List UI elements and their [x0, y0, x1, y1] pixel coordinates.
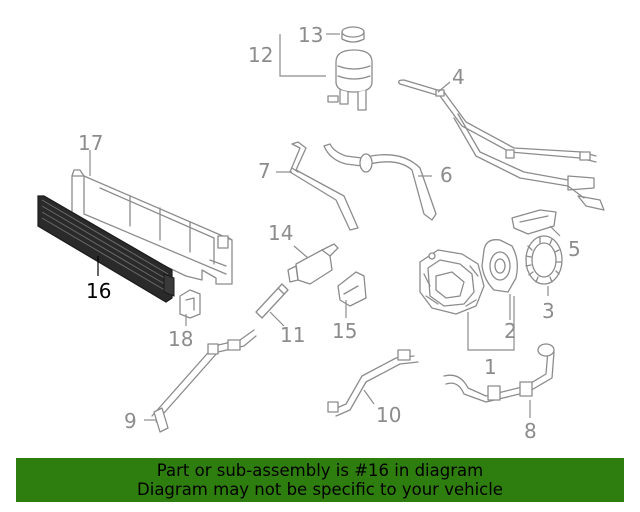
callout-10[interactable]: 10	[376, 403, 401, 427]
part-15-clip[interactable]	[337, 271, 367, 307]
part-16-oil-cooler[interactable]	[37, 195, 175, 303]
callout-2[interactable]: 2	[504, 319, 517, 343]
part-1-power-steering-pump[interactable]	[419, 249, 485, 315]
callout-6[interactable]: 6	[440, 163, 453, 187]
callout-18[interactable]: 18	[168, 327, 193, 351]
part-4-pressure-hose[interactable]	[398, 79, 605, 211]
callout-12-bracket-line	[279, 34, 326, 77]
part-18-mounting-bracket[interactable]	[179, 289, 201, 319]
callout-12[interactable]: 12	[248, 43, 273, 67]
part-9-cooler-line[interactable]	[151, 329, 257, 433]
callout-1-bracket-line	[467, 296, 515, 351]
callout-7[interactable]: 7	[258, 159, 271, 183]
callout-14[interactable]: 14	[268, 221, 293, 245]
part-14-fluid-filter[interactable]	[287, 243, 339, 285]
callout-17[interactable]: 17	[78, 131, 103, 155]
part-11-hose[interactable]	[255, 283, 289, 319]
callout-15[interactable]: 15	[332, 319, 357, 343]
part-7-return-hose[interactable]	[289, 141, 359, 231]
callout-8[interactable]: 8	[524, 419, 537, 443]
info-banner: Part or sub-assembly is #16 in diagram D…	[16, 458, 624, 502]
callout-3[interactable]: 3	[542, 299, 555, 323]
callout-5[interactable]: 5	[568, 237, 581, 261]
callout-9[interactable]: 9	[124, 409, 137, 433]
part-2-pump-cover[interactable]	[481, 239, 518, 293]
part-8-pressure-line[interactable]	[443, 343, 555, 403]
part-6-suction-hose[interactable]	[323, 143, 437, 221]
parts-diagram: 1 2 3 4 5 6 7 8 9 10 11 12 13 14 15 16 1…	[37, 23, 605, 443]
callout-13[interactable]: 13	[298, 23, 323, 47]
part-13-reservoir-cap[interactable]	[341, 26, 365, 43]
banner-line-1: Part or sub-assembly is #16 in diagram	[156, 461, 484, 480]
part-12-fluid-reservoir[interactable]	[327, 49, 373, 111]
banner-line-2: Diagram may not be specific to your vehi…	[137, 480, 503, 499]
callout-11[interactable]: 11	[280, 323, 305, 347]
part-17-cooler-frame[interactable]	[71, 169, 233, 285]
callout-1[interactable]: 1	[484, 355, 497, 379]
part-5-bracket[interactable]	[511, 209, 557, 235]
part-3-pulley[interactable]	[525, 235, 563, 285]
part-10-return-line[interactable]	[327, 349, 419, 417]
callout-16[interactable]: 16	[86, 279, 111, 303]
callout-4[interactable]: 4	[452, 65, 465, 89]
